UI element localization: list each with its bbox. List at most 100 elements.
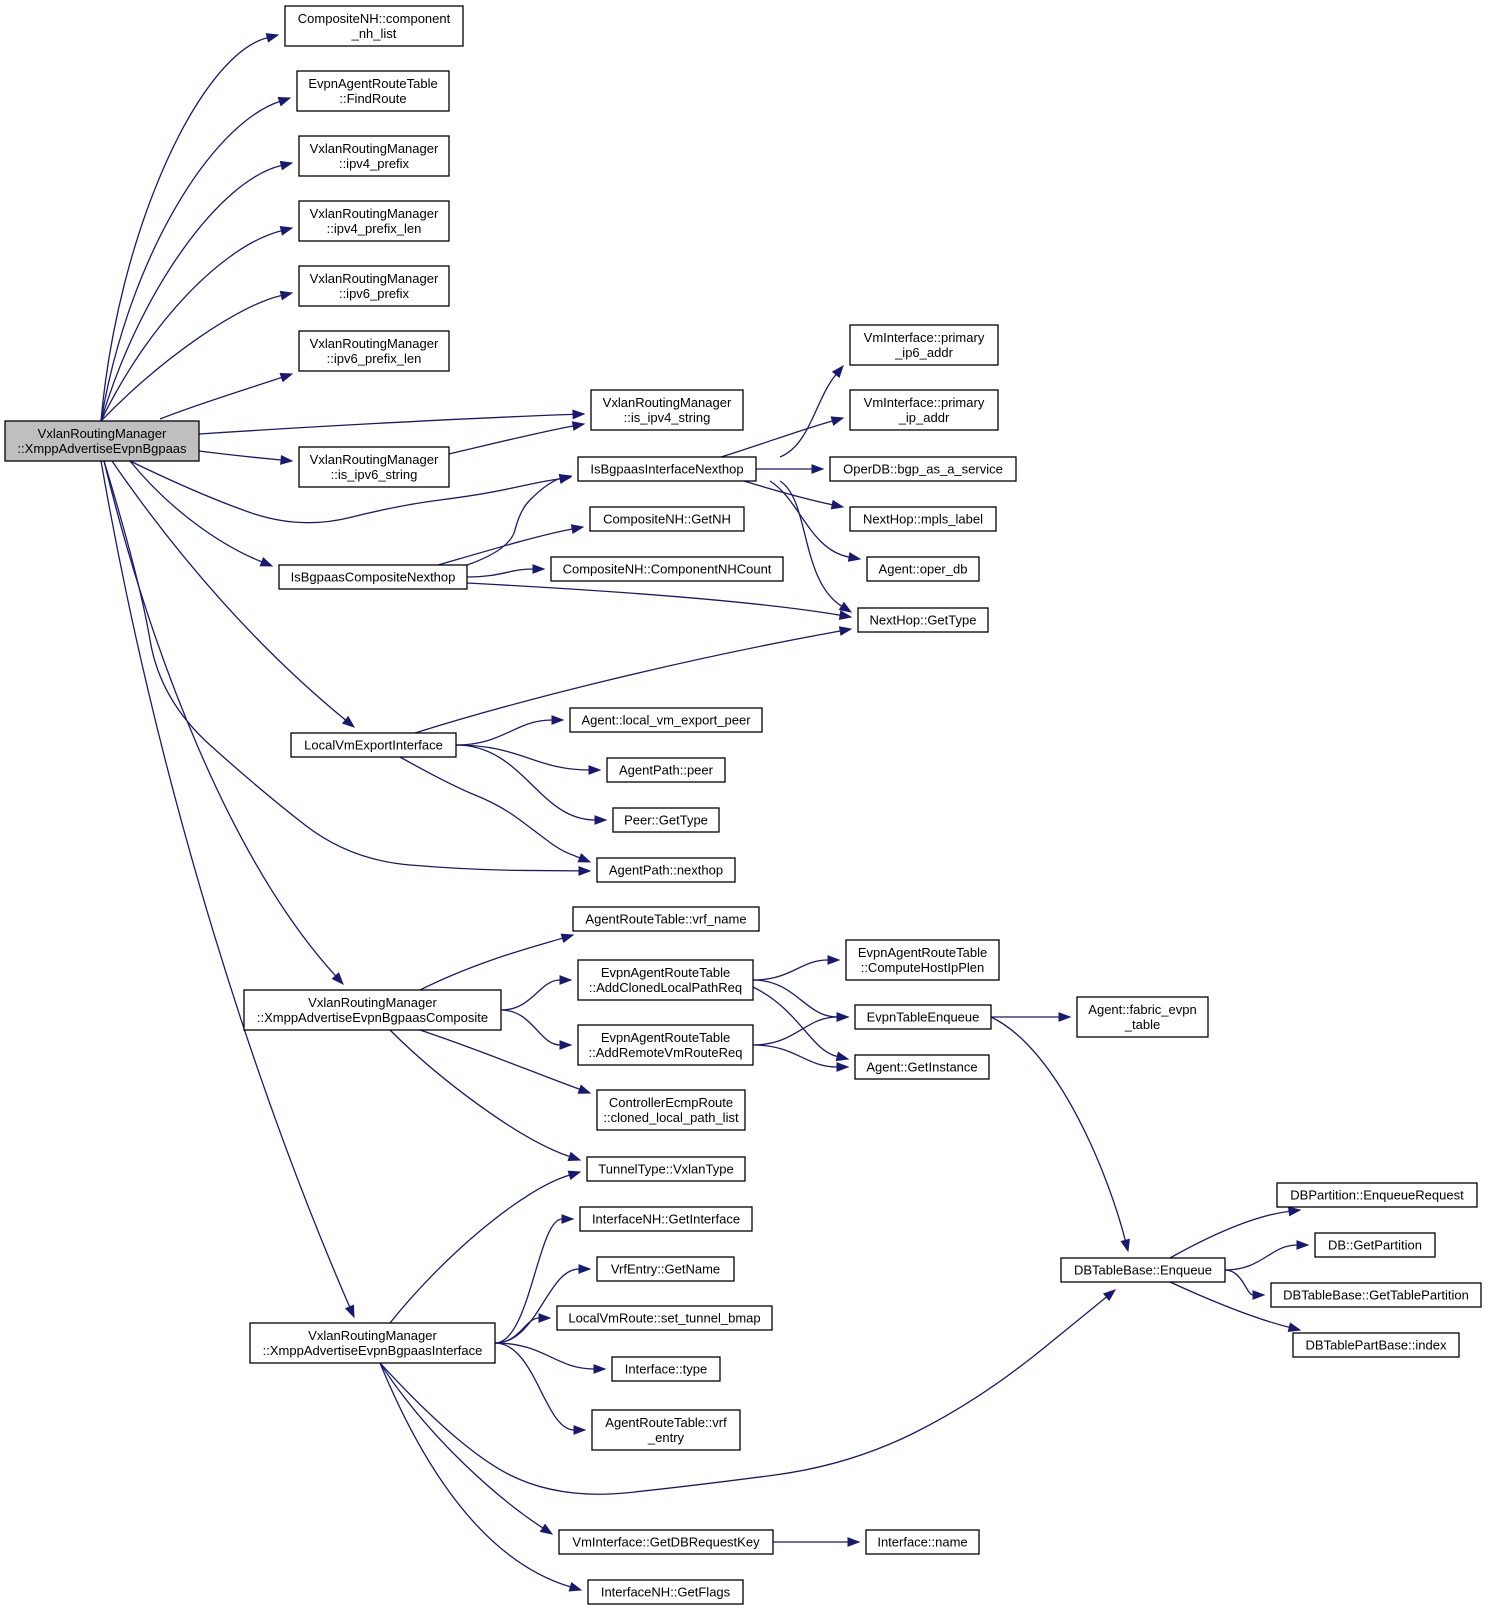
node-db-partition-enqueue-request[interactable]: DBPartition::EnqueueRequest xyxy=(1276,1182,1478,1208)
node-ipv6-prefix[interactable]: VxlanRoutingManager::ipv6_prefix xyxy=(298,265,450,307)
node-primary-ip-addr[interactable]: VmInterface::primary_ip_addr xyxy=(849,389,999,431)
node-is-ipv4-string[interactable]: VxlanRoutingManager::is_ipv4_string xyxy=(590,389,744,431)
node-evpn-table-enqueue[interactable]: EvpnTableEnqueue xyxy=(854,1004,992,1030)
node-add-remote-vm-route-req[interactable]: EvpnAgentRouteTable::AddRemoteVmRouteReq xyxy=(577,1024,754,1066)
edge-root-to-xmpp-interface xyxy=(100,460,351,1308)
node-label-line: VxlanRoutingManager xyxy=(38,426,167,441)
node-dbtablepartbase-index[interactable]: DBTablePartBase::index xyxy=(1292,1332,1460,1358)
edge-root-to-is-bgpaas-composite-nexthop xyxy=(129,460,263,563)
node-peer-gettype[interactable]: Peer::GetType xyxy=(612,807,720,833)
node-mpls-label[interactable]: NextHop::mpls_label xyxy=(849,506,997,532)
node-is-bgpaas-interface-nexthop[interactable]: IsBgpaasInterfaceNexthop xyxy=(577,456,757,482)
node-ipv4-prefix-len[interactable]: VxlanRoutingManager::ipv4_prefix_len xyxy=(298,200,450,242)
node-is-bgpaas-composite-nexthop[interactable]: IsBgpaasCompositeNexthop xyxy=(278,564,468,590)
node-component-nh-list[interactable]: CompositeNH::component_nh_list xyxy=(284,5,464,47)
node-interface-name[interactable]: Interface::name xyxy=(865,1529,980,1555)
edge-root-to-xmpp-composite xyxy=(103,460,337,977)
edge-xmpp-composite-to-cloned-local-path-list xyxy=(419,1029,580,1090)
edge-xmpp-interface-to-interface-type-arrowhead xyxy=(593,1364,607,1374)
edge-add-cloned-local-path-req-to-evpn-table-enqueue xyxy=(752,979,838,1018)
node-label-line: VrfEntry::GetName xyxy=(611,1262,720,1277)
node-label-line: InterfaceNH::GetFlags xyxy=(601,1585,731,1600)
node-box xyxy=(596,857,736,883)
node-vxlan-type[interactable]: TunnelType::VxlanType xyxy=(586,1156,746,1182)
edge-xmpp-interface-to-vxlan-type-arrowhead xyxy=(567,1170,582,1181)
node-label-line: IsBgpaasInterfaceNexthop xyxy=(590,462,743,477)
node-label-line: Peer::GetType xyxy=(624,813,708,828)
node-get-table-partition[interactable]: DBTableBase::GetTablePartition xyxy=(1270,1282,1482,1308)
node-vrf-get-name[interactable]: VrfEntry::GetName xyxy=(596,1256,735,1282)
node-label-line: TunnelType::VxlanType xyxy=(598,1162,733,1177)
edge-xmpp-interface-to-vrf-entry-arrowhead xyxy=(573,1425,587,1435)
node-primary-ip6-addr[interactable]: VmInterface::primary_ip6_addr xyxy=(849,324,999,366)
edge-dbtablebase-enqueue-to-db-get-partition xyxy=(1224,1244,1298,1271)
node-label-line: VxlanRoutingManager xyxy=(310,271,439,286)
node-label-line: DBTablePartBase::index xyxy=(1306,1338,1447,1353)
node-is-ipv6-string[interactable]: VxlanRoutingManager::is_ipv6_string xyxy=(298,446,450,488)
edge-add-remote-vm-route-req-to-evpn-table-enqueue-arrowhead xyxy=(836,1012,850,1022)
node-set-tunnel-bmap[interactable]: LocalVmRoute::set_tunnel_bmap xyxy=(556,1305,773,1331)
node-label-line: ::FindRoute xyxy=(339,91,406,106)
node-cloned-local-path-list[interactable]: ControllerEcmpRoute::cloned_local_path_l… xyxy=(596,1089,746,1131)
edge-evpn-table-enqueue-to-dbtablebase-enqueue-arrowhead xyxy=(1120,1238,1130,1253)
edge-root-to-ipv4-prefix-len-arrowhead xyxy=(279,226,294,236)
node-label-line: VxlanRoutingManager xyxy=(308,1328,437,1343)
edge-add-cloned-local-path-req-to-get-instance xyxy=(752,986,838,1058)
node-label-line: EvpnTableEnqueue xyxy=(867,1010,980,1025)
node-interfacenh-get-flags[interactable]: InterfaceNH::GetFlags xyxy=(587,1579,744,1605)
node-nexthop-gettype[interactable]: NextHop::GetType xyxy=(857,607,989,633)
node-label-line: AgentRouteTable::vrf xyxy=(605,1415,727,1430)
node-label-line: VxlanRoutingManager xyxy=(308,995,437,1010)
node-fabric-evpn-table[interactable]: Agent::fabric_evpn_table xyxy=(1076,996,1209,1038)
node-component-nh-count[interactable]: CompositeNH::ComponentNHCount xyxy=(550,556,784,582)
node-get-instance[interactable]: Agent::GetInstance xyxy=(854,1054,990,1080)
node-box xyxy=(577,456,757,482)
node-label-line: ControllerEcmpRoute xyxy=(609,1095,733,1110)
node-xmpp-interface[interactable]: VxlanRoutingManager::XmppAdvertiseEvpnBg… xyxy=(249,1322,496,1364)
edge-get-db-request-key-to-interface-name-arrowhead xyxy=(847,1537,861,1547)
edge-is-ipv6-string-to-is-ipv4-string xyxy=(448,425,574,455)
node-label-line: EvpnAgentRouteTable xyxy=(601,965,730,980)
node-get-db-request-key[interactable]: VmInterface::GetDBRequestKey xyxy=(558,1529,774,1555)
node-xmpp-composite[interactable]: VxlanRoutingManager::XmppAdvertiseEvpnBg… xyxy=(243,989,502,1031)
node-vrf-name[interactable]: AgentRouteTable::vrf_name xyxy=(572,906,760,932)
edge-dbtablebase-enqueue-to-dbtablepartbase-index-arrowhead xyxy=(1287,1322,1302,1332)
node-label-line: Interface::name xyxy=(877,1535,967,1550)
node-agentpath-nexthop[interactable]: AgentPath::nexthop xyxy=(596,857,736,883)
node-ipv6-prefix-len[interactable]: VxlanRoutingManager::ipv6_prefix_len xyxy=(298,330,450,372)
node-db-get-partition[interactable]: DB::GetPartition xyxy=(1314,1232,1436,1258)
node-label-line: Agent::GetInstance xyxy=(866,1060,977,1075)
node-box xyxy=(4,420,200,462)
node-label-line: EvpnAgentRouteTable xyxy=(858,945,987,960)
node-find-route[interactable]: EvpnAgentRouteTable::FindRoute xyxy=(296,70,450,112)
node-label-line: DB::GetPartition xyxy=(1328,1238,1422,1253)
edge-add-cloned-local-path-req-to-get-instance-arrowhead xyxy=(835,1051,850,1062)
node-compute-host-ip-plen[interactable]: EvpnAgentRouteTable::ComputeHostIpPlen xyxy=(845,939,1000,981)
node-label-line: DBTableBase::GetTablePartition xyxy=(1283,1288,1469,1303)
node-oper-db[interactable]: Agent::oper_db xyxy=(866,556,980,582)
node-label-line: ::XmppAdvertiseEvpnBgpaasInterface xyxy=(263,1343,483,1358)
node-local-vm-export-interface[interactable]: LocalVmExportInterface xyxy=(290,732,457,758)
node-box xyxy=(606,757,726,783)
nodes-layer: VxlanRoutingManager::XmppAdvertiseEvpnBg… xyxy=(4,5,1482,1605)
node-label-line: _nh_list xyxy=(351,26,397,41)
node-ipv4-prefix[interactable]: VxlanRoutingManager::ipv4_prefix xyxy=(298,135,450,177)
node-label-line: LocalVmRoute::set_tunnel_bmap xyxy=(568,1311,760,1326)
node-label-line: VmInterface::GetDBRequestKey xyxy=(572,1535,760,1550)
node-local-vm-export-peer[interactable]: Agent::local_vm_export_peer xyxy=(569,707,763,733)
node-label-line: CompositeNH::ComponentNHCount xyxy=(563,562,772,577)
edge-xmpp-interface-to-dbtablebase-enqueue-arrowhead xyxy=(1102,1289,1117,1302)
node-dbtablebase-enqueue[interactable]: DBTableBase::Enqueue xyxy=(1060,1257,1226,1283)
node-box xyxy=(1270,1282,1482,1308)
edge-local-vm-export-interface-to-peer-gettype xyxy=(455,744,596,821)
node-agentpath-peer[interactable]: AgentPath::peer xyxy=(606,757,726,783)
node-composite-getnh[interactable]: CompositeNH::GetNH xyxy=(589,506,745,532)
node-add-cloned-local-path-req[interactable]: EvpnAgentRouteTable::AddClonedLocalPathR… xyxy=(577,959,754,1001)
node-label-line: VxlanRoutingManager xyxy=(310,141,439,156)
node-vrf-entry[interactable]: AgentRouteTable::vrf_entry xyxy=(591,1409,741,1451)
node-get-interface[interactable]: InterfaceNH::GetInterface xyxy=(579,1206,753,1232)
node-bgp-as-a-service[interactable]: OperDB::bgp_as_a_service xyxy=(829,456,1017,482)
edge-local-vm-export-interface-to-agentpath-nexthop-arrowhead xyxy=(577,853,592,863)
node-interface-type[interactable]: Interface::type xyxy=(611,1356,721,1382)
node-label-line: VxlanRoutingManager xyxy=(310,452,439,467)
